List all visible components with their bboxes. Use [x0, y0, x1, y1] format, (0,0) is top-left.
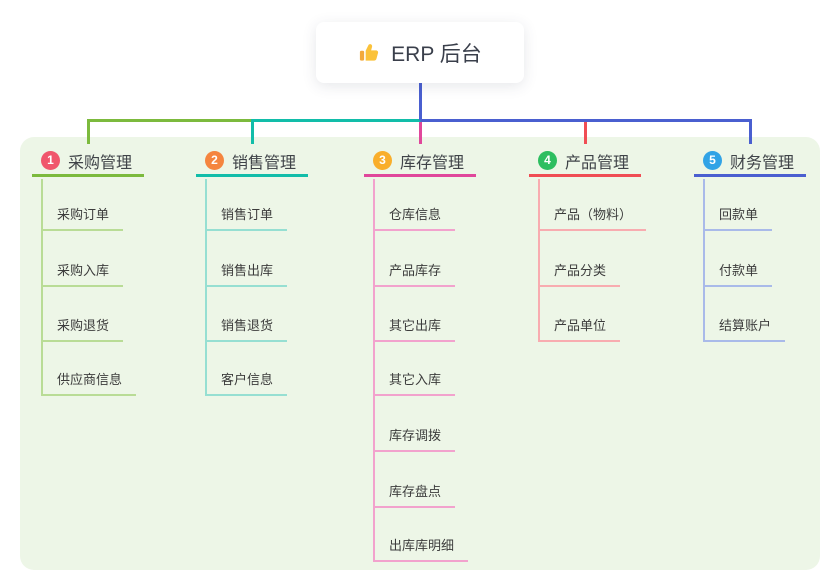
branch-header-sales[interactable]: 2 销售管理 — [196, 147, 308, 177]
node-stock-transfer[interactable]: 库存调拨 — [373, 424, 456, 452]
background-panel — [20, 137, 820, 570]
branch-header-purchase[interactable]: 1 采购管理 — [32, 147, 144, 177]
connector-branch-finance — [419, 82, 752, 144]
branch-spine-product — [538, 179, 540, 342]
node-purchase-return[interactable]: 采购退货 — [41, 314, 124, 342]
root-node[interactable]: ERP 后台 — [316, 22, 524, 83]
node-product-category[interactable]: 产品分类 — [538, 259, 621, 287]
branch-number-badge: 3 — [373, 151, 392, 170]
branch-header-product[interactable]: 4 产品管理 — [529, 147, 641, 177]
branch-spine-purchase — [41, 179, 43, 396]
node-other-inbound[interactable]: 其它入库 — [373, 368, 456, 396]
branch-number-badge: 4 — [538, 151, 557, 170]
node-other-outbound[interactable]: 其它出库 — [373, 314, 456, 342]
branch-label: 销售管理 — [232, 154, 297, 172]
branch-number-badge: 2 — [205, 151, 224, 170]
branch-spine-inventory — [373, 179, 375, 562]
node-sales-return[interactable]: 销售退货 — [205, 314, 288, 342]
node-settlement-account[interactable]: 结算账户 — [703, 314, 786, 342]
branch-number-badge: 5 — [703, 151, 722, 170]
branch-label: 财务管理 — [730, 154, 795, 172]
branch-number-badge: 1 — [41, 151, 60, 170]
node-collection-doc[interactable]: 回款单 — [703, 203, 773, 231]
branch-spine-sales — [205, 179, 207, 396]
root-title: ERP 后台 — [391, 42, 482, 66]
node-purchase-inbound[interactable]: 采购入库 — [41, 259, 124, 287]
branch-header-inventory[interactable]: 3 库存管理 — [364, 147, 476, 177]
branch-label: 产品管理 — [565, 154, 630, 172]
branch-spine-finance — [703, 179, 705, 342]
node-outbound-detail[interactable]: 出库库明细 — [373, 534, 469, 562]
branch-label: 采购管理 — [68, 154, 133, 172]
node-product-material[interactable]: 产品（物料） — [538, 203, 647, 231]
node-purchase-order[interactable]: 采购订单 — [41, 203, 124, 231]
node-supplier-info[interactable]: 供应商信息 — [41, 368, 137, 396]
node-sales-outbound[interactable]: 销售出库 — [205, 259, 288, 287]
node-product-unit[interactable]: 产品单位 — [538, 314, 621, 342]
node-sales-order[interactable]: 销售订单 — [205, 203, 288, 231]
node-customer-info[interactable]: 客户信息 — [205, 368, 288, 396]
node-stock-count[interactable]: 库存盘点 — [373, 480, 456, 508]
branch-header-finance[interactable]: 5 财务管理 — [694, 147, 806, 177]
node-payment-doc[interactable]: 付款单 — [703, 259, 773, 287]
thumbs-up-icon — [360, 44, 379, 61]
branch-label: 库存管理 — [400, 154, 465, 172]
node-warehouse-info[interactable]: 仓库信息 — [373, 203, 456, 231]
node-product-stock[interactable]: 产品库存 — [373, 259, 456, 287]
